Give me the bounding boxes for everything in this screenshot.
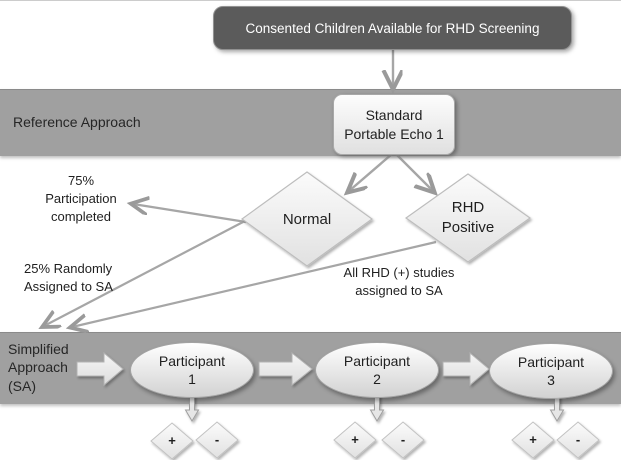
standard-echo-label: Standard Portable Echo 1	[344, 106, 444, 142]
participant-1-node: Participant 1	[130, 342, 254, 398]
rhd-positive-label: RHD Positive	[441, 199, 495, 236]
p1-negative-label: -	[214, 432, 220, 447]
participant-1-name: Participant	[158, 352, 226, 369]
consented-children-label: Consented Children Available for RHD Scr…	[245, 20, 540, 36]
participant-2-number: 2	[373, 371, 381, 387]
connector-echo-to-normal	[349, 153, 393, 191]
participant-1-number: 1	[188, 371, 196, 387]
p3-negative-label: -	[575, 432, 581, 447]
standard-echo-node: Standard Portable Echo 1	[333, 94, 455, 155]
consented-children-node: Consented Children Available for RHD Scr…	[213, 6, 572, 50]
participant-3-number: 3	[547, 372, 555, 388]
rhd-assigned-annotation: All RHD (+) studies assigned to SA	[343, 265, 455, 299]
p3-positive-label: +	[529, 432, 537, 447]
p1-positive-label: +	[168, 433, 176, 448]
participation-annotation: 75% Participation completed	[45, 173, 117, 225]
randomized-annotation: 25% Randomly Assigned to SA	[24, 261, 113, 295]
participant-2-node: Participant 2	[315, 342, 439, 398]
participant-3-node: Participant 3	[489, 343, 613, 399]
reference-approach-band	[0, 89, 621, 156]
connector-normal-to-participation	[133, 204, 247, 224]
participant-3-name: Participant	[517, 353, 585, 370]
simplified-approach-label: Simplified Approach (SA)	[8, 341, 69, 394]
connector-echo-to-rhd	[395, 153, 433, 191]
participant-2-name: Participant	[343, 352, 411, 369]
p2-negative-label: -	[400, 432, 406, 447]
normal-label: Normal	[282, 211, 332, 228]
reference-approach-label: Reference Approach	[13, 113, 141, 130]
p2-positive-label: +	[351, 432, 359, 447]
